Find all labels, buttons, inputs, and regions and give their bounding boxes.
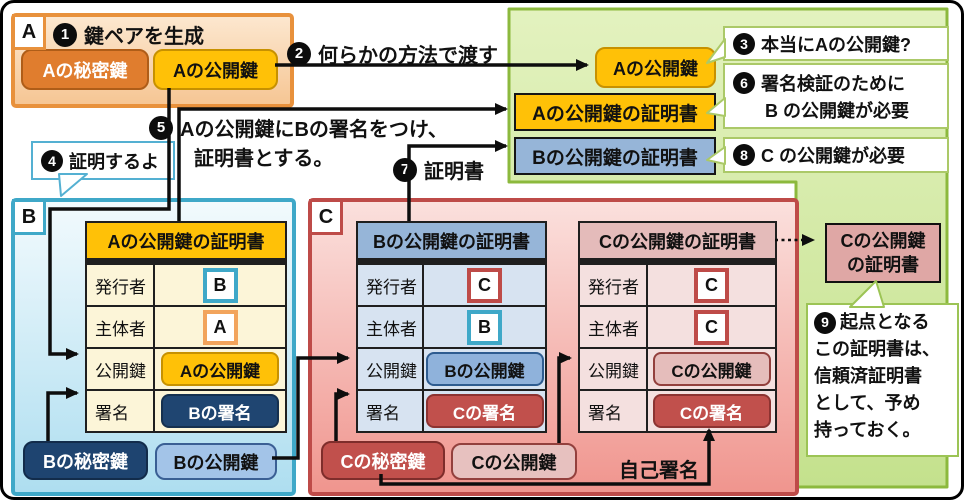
step5-text-line1: Aの公開鍵にBの署名をつけ、: [180, 119, 448, 141]
bubble3-really-a-key: 3 本当にAの公開鍵?: [723, 26, 949, 61]
cert-table-c-public-key: Cの公開鍵の証明書 発行者 C 主体者 C 公開鍵 Cの公開鍵 署名 Cの署名: [578, 221, 777, 433]
b-public-key-in-cert: Bの公開鍵: [425, 352, 544, 386]
entity-c-tag: C: [309, 199, 343, 235]
a-private-key-chip: Aの秘密鍵: [21, 49, 149, 90]
signature-label: 署名: [87, 391, 153, 431]
b-private-key-chip: Bの秘密鍵: [23, 441, 148, 480]
a-public-key-in-cert: Aの公開鍵: [161, 352, 279, 386]
step2-text: 何らかの方法で渡す: [318, 45, 498, 67]
step1-number-badge: 1: [53, 22, 77, 47]
step1-text: 鍵ペアを生成: [84, 26, 204, 48]
bubble4-number-badge: 4: [41, 149, 63, 172]
cert-table-a-public-key: Aの公開鍵の証明書 発行者 B 主体者 A 公開鍵 Aの公開鍵 署名 Bの署名: [85, 221, 287, 433]
bubble9-text-line2: この証明書は、: [814, 339, 940, 359]
cert-table-a-title: Aの公開鍵の証明書: [87, 223, 285, 258]
entity-b-tag: B: [12, 199, 46, 235]
step2-number-badge: 2: [287, 41, 311, 66]
subject-label: 主体者: [580, 307, 646, 347]
bubble4-text: 証明するよ: [69, 151, 159, 172]
bubble9-text-line5: 持っておく。: [814, 420, 921, 440]
received-a-public-key-chip: Aの公開鍵: [595, 47, 716, 88]
trusted-c-cert-box: Cの公開鍵 の証明書: [825, 223, 941, 283]
pubkey-label: 公開鍵: [580, 349, 646, 389]
entity-a-tag: A: [12, 14, 46, 50]
subject-badge-a: A: [202, 309, 238, 345]
trusted-c-cert-line2: の証明書: [847, 255, 919, 275]
bubble9-text-line1: 起点となる: [840, 312, 930, 332]
issuer-badge-b: B: [202, 267, 238, 303]
self-sign-label: 自己署名: [619, 454, 699, 483]
a-public-key-chip: Aの公開鍵: [153, 49, 278, 90]
pubkey-label: 公開鍵: [87, 349, 153, 389]
step1-label: 1 鍵ペアを生成: [53, 20, 204, 49]
signature-label: 署名: [358, 391, 422, 431]
step7-text: 証明書: [424, 161, 484, 183]
issuer-label: 発行者: [580, 265, 646, 305]
cert-table-c-title: Cの公開鍵の証明書: [580, 223, 775, 258]
bubble9-text-line4: として、予め: [814, 393, 921, 413]
subject-badge-b: B: [467, 309, 502, 345]
c-self-signature-chip: Cの署名: [652, 394, 771, 428]
signature-label: 署名: [580, 391, 646, 431]
a-public-key-cert-box: Aの公開鍵の証明書: [514, 93, 716, 131]
bubble6-text-line1: 署名検証のために: [761, 73, 905, 94]
step5-number-badge: 5: [149, 115, 173, 140]
b-public-key-chip: Bの公開鍵: [155, 443, 277, 480]
bubble8-text: C の公開鍵が必要: [761, 146, 905, 166]
bubble6-number-badge: 6: [733, 71, 755, 94]
subject-label: 主体者: [358, 307, 422, 347]
bubble6-need-b-key: 6 署名検証のために B の公開鍵が必要: [723, 63, 949, 129]
bubble9-trust-anchor-note: 9 起点となる この証明書は、 信頼済証明書 として、予め 持っておく。: [806, 303, 959, 457]
c-private-key-chip: Cの秘密鍵: [321, 441, 445, 480]
bubble9-text-line3: 信頼済証明書: [814, 366, 922, 386]
step5-label-line2: 証明書とする。: [194, 142, 333, 171]
step7-label: 7 証明書: [393, 155, 484, 184]
cert-table-b-title: Bの公開鍵の証明書: [358, 223, 545, 258]
step5-text-line2: 証明書とする。: [194, 148, 334, 170]
self-sign-text: 自己署名: [619, 460, 699, 482]
c-public-key-chip: Cの公開鍵: [451, 443, 577, 480]
issuer-badge-c: C: [694, 267, 729, 303]
b-signature-chip: Bの署名: [161, 394, 279, 428]
subject-label: 主体者: [87, 307, 153, 347]
step5-label-line1: 5 Aの公開鍵にBの署名をつけ、: [149, 113, 448, 142]
bubble6-text-line2: B の公開鍵が必要: [765, 100, 909, 121]
step2-label: 2 何らかの方法で渡す: [287, 39, 498, 68]
b-public-key-cert-box: Bの公開鍵の証明書: [514, 137, 716, 175]
cert-table-b-public-key: Bの公開鍵の証明書 発行者 C 主体者 B 公開鍵 Bの公開鍵 署名 Cの署名: [356, 221, 547, 433]
bubble9-number-badge: 9: [814, 311, 836, 334]
step7-number-badge: 7: [393, 157, 417, 182]
pubkey-label: 公開鍵: [358, 349, 422, 389]
bubble3-number-badge: 3: [733, 32, 755, 55]
trusted-c-cert-line1: Cの公開鍵: [840, 231, 926, 251]
c-public-key-in-cert: Cの公開鍵: [652, 352, 771, 386]
bubble8-number-badge: 8: [733, 144, 755, 166]
bubble4-prove-it: 4 証明するよ: [31, 141, 175, 180]
issuer-badge-c: C: [467, 267, 502, 303]
bubble8-need-c-key: 8 C の公開鍵が必要: [723, 137, 949, 173]
issuer-label: 発行者: [87, 265, 153, 305]
issuer-label: 発行者: [358, 265, 422, 305]
bubble3-text: 本当にAの公開鍵?: [761, 34, 911, 55]
c-signature-chip: Cの署名: [425, 394, 544, 428]
subject-badge-c: C: [694, 309, 729, 345]
